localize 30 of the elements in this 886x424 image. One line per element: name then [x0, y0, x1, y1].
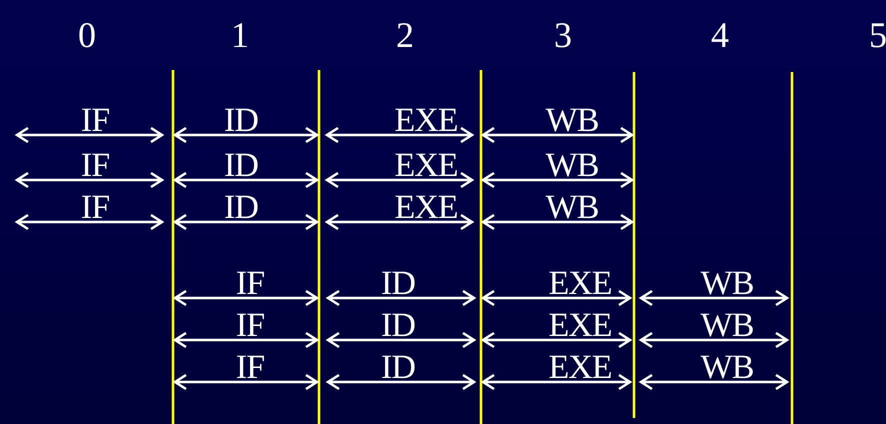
stage-label: WB — [546, 104, 598, 138]
stage-label: EXE — [548, 309, 612, 343]
stage-label: ID — [224, 191, 258, 225]
stage-label: IF — [236, 267, 264, 301]
stage-label: IF — [80, 191, 110, 225]
cycle-number: 0 — [78, 17, 96, 53]
stage-label: IF — [236, 351, 264, 385]
stage-label: ID — [224, 104, 258, 138]
cycle-number: 5 — [869, 17, 886, 53]
cycle-number: 3 — [554, 17, 572, 53]
stage-label: EXE — [548, 351, 612, 385]
stage-label: WB — [546, 191, 598, 225]
stage-label: IF — [236, 309, 264, 343]
stage-label: IF — [80, 149, 110, 183]
stage-label: IF — [80, 104, 110, 138]
cycle-number: 4 — [711, 17, 729, 53]
stage-label: ID — [224, 149, 258, 183]
stage-label: ID — [381, 351, 415, 385]
cycle-number: 1 — [231, 17, 249, 53]
stage-label: EXE — [394, 191, 458, 225]
stage-label: EXE — [394, 149, 458, 183]
stage-label: EXE — [548, 267, 612, 301]
stage-label: EXE — [394, 104, 458, 138]
stage-label: WB — [700, 309, 754, 343]
stage-label: WB — [700, 267, 754, 301]
stage-label: ID — [381, 309, 415, 343]
stage-label: WB — [700, 351, 754, 385]
stage-label: ID — [381, 267, 415, 301]
stage-label: WB — [546, 149, 598, 183]
cycle-number: 2 — [396, 17, 414, 53]
